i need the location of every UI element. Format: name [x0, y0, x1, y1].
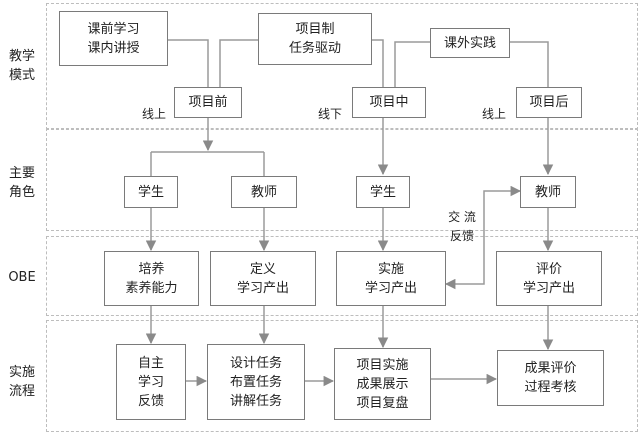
row-label-line: 模式 — [8, 68, 35, 83]
box-line: 学习产出 — [522, 280, 575, 296]
obe-implement-box: 实施 学习产出 — [336, 251, 446, 306]
row-label-obe: OBE — [2, 268, 42, 287]
box-line: 学生 — [137, 184, 164, 200]
box-line: 学习产出 — [364, 280, 417, 296]
process-self-study-text: 自主 学习 反馈 — [138, 354, 164, 411]
row-label-main-roles: 主要 角色 — [2, 164, 42, 202]
box-line: 反馈 — [137, 393, 164, 409]
box-line: 培养 — [138, 261, 165, 277]
obe-cultivate-text: 培养 素养能力 — [125, 260, 177, 298]
process-self-study-box: 自主 学习 反馈 — [116, 344, 186, 420]
box-line: 项目制 — [295, 22, 335, 37]
box-line: 素养能力 — [125, 280, 178, 296]
box-line: 学习 — [137, 374, 164, 390]
feedback-line: 交 流 — [448, 210, 476, 224]
box-line: 项目中 — [369, 95, 409, 110]
role-student-1-box: 学生 — [124, 176, 178, 208]
row-label-line: OBE — [8, 270, 36, 285]
box-line: 项目后 — [529, 95, 569, 110]
phase-after-box: 项目后 — [516, 87, 582, 118]
box-line: 过程考核 — [524, 380, 577, 395]
mode-classroom-box: 课前学习 课内讲授 — [59, 11, 168, 66]
role-student-2-box: 学生 — [356, 176, 410, 208]
box-line: 项目实施 — [356, 357, 409, 373]
process-tasks-text: 设计任务 布置任务 讲解任务 — [230, 354, 282, 411]
mode-practice-box: 课外实践 — [430, 28, 510, 58]
mode-project-box: 项目制 任务驱动 — [258, 13, 372, 65]
obe-evaluate-box: 评价 学习产出 — [496, 251, 602, 306]
edge-practice-to-during — [394, 41, 430, 90]
feedback-line: 反馈 — [449, 229, 474, 243]
box-line: 项目复盘 — [356, 395, 409, 411]
box-line: 学习产出 — [236, 280, 289, 296]
box-line: 项目前 — [188, 95, 228, 110]
phase-during-box: 项目中 — [352, 87, 426, 118]
box-line: 自主 — [137, 355, 164, 371]
row-label-line: 教学 — [8, 49, 35, 64]
obe-define-box: 定义 学习产出 — [210, 251, 316, 306]
row-label-line: 角色 — [8, 185, 35, 200]
mode-classroom-text: 课前学习 课内讲授 — [87, 20, 139, 58]
box-line: 学生 — [369, 184, 396, 200]
box-line: 课内讲授 — [87, 40, 140, 56]
box-line: 课前学习 — [87, 21, 140, 37]
edge-label-feedback: 交 流 反馈 — [440, 208, 484, 246]
process-project-text: 项目实施 成果展示 项目复盘 — [356, 356, 408, 413]
row-label-line: 实施 — [8, 365, 35, 380]
band-obe — [46, 236, 638, 316]
box-line: 定义 — [249, 261, 276, 277]
edge-classroom-to-before — [168, 39, 209, 90]
box-line: 评价 — [535, 261, 562, 277]
obe-implement-text: 实施 学习产出 — [365, 260, 417, 298]
phase-before-box: 项目前 — [174, 87, 242, 118]
box-line: 设计任务 — [229, 355, 282, 371]
band-implementation — [46, 320, 638, 432]
edge-practice-to-after — [510, 41, 549, 90]
process-assessment-box: 成果评价 过程考核 — [497, 350, 604, 406]
edge-label-online-after: 线上 — [482, 107, 507, 121]
edge-project-to-before — [219, 39, 258, 90]
edge-feedback-loop — [444, 185, 522, 290]
role-teacher-1-box: 教师 — [231, 176, 297, 208]
band-main-roles — [46, 128, 638, 231]
obe-cultivate-box: 培养 素养能力 — [104, 251, 199, 306]
row-label-implementation: 实施 流程 — [2, 363, 42, 401]
row-label-line: 流程 — [8, 384, 35, 399]
mode-project-text: 项目制 任务驱动 — [289, 20, 341, 58]
box-line: 教师 — [250, 184, 277, 200]
edge-label-offline-during: 线下 — [318, 107, 343, 121]
process-assessment-text: 成果评价 过程考核 — [524, 359, 576, 397]
box-line: 成果评价 — [524, 361, 577, 376]
box-line: 课外实践 — [443, 35, 496, 51]
box-line: 实施 — [377, 261, 404, 277]
row-label-teaching-mode: 教学 模式 — [2, 47, 42, 85]
obe-evaluate-text: 评价 学习产出 — [523, 260, 575, 298]
edge-label-online-before: 线上 — [142, 107, 167, 121]
process-project-box: 项目实施 成果展示 项目复盘 — [334, 348, 431, 420]
band-teaching-mode — [46, 3, 638, 130]
process-tasks-box: 设计任务 布置任务 讲解任务 — [207, 344, 305, 420]
box-line: 讲解任务 — [229, 393, 282, 409]
edge-project-to-during — [372, 39, 384, 90]
box-line: 成果展示 — [356, 376, 409, 392]
row-label-line: 主要 — [8, 166, 35, 181]
box-line: 任务驱动 — [288, 41, 341, 56]
box-line: 教师 — [534, 184, 561, 200]
role-teacher-2-box: 教师 — [520, 176, 576, 208]
obe-define-text: 定义 学习产出 — [237, 260, 289, 298]
box-line: 布置任务 — [229, 374, 282, 390]
